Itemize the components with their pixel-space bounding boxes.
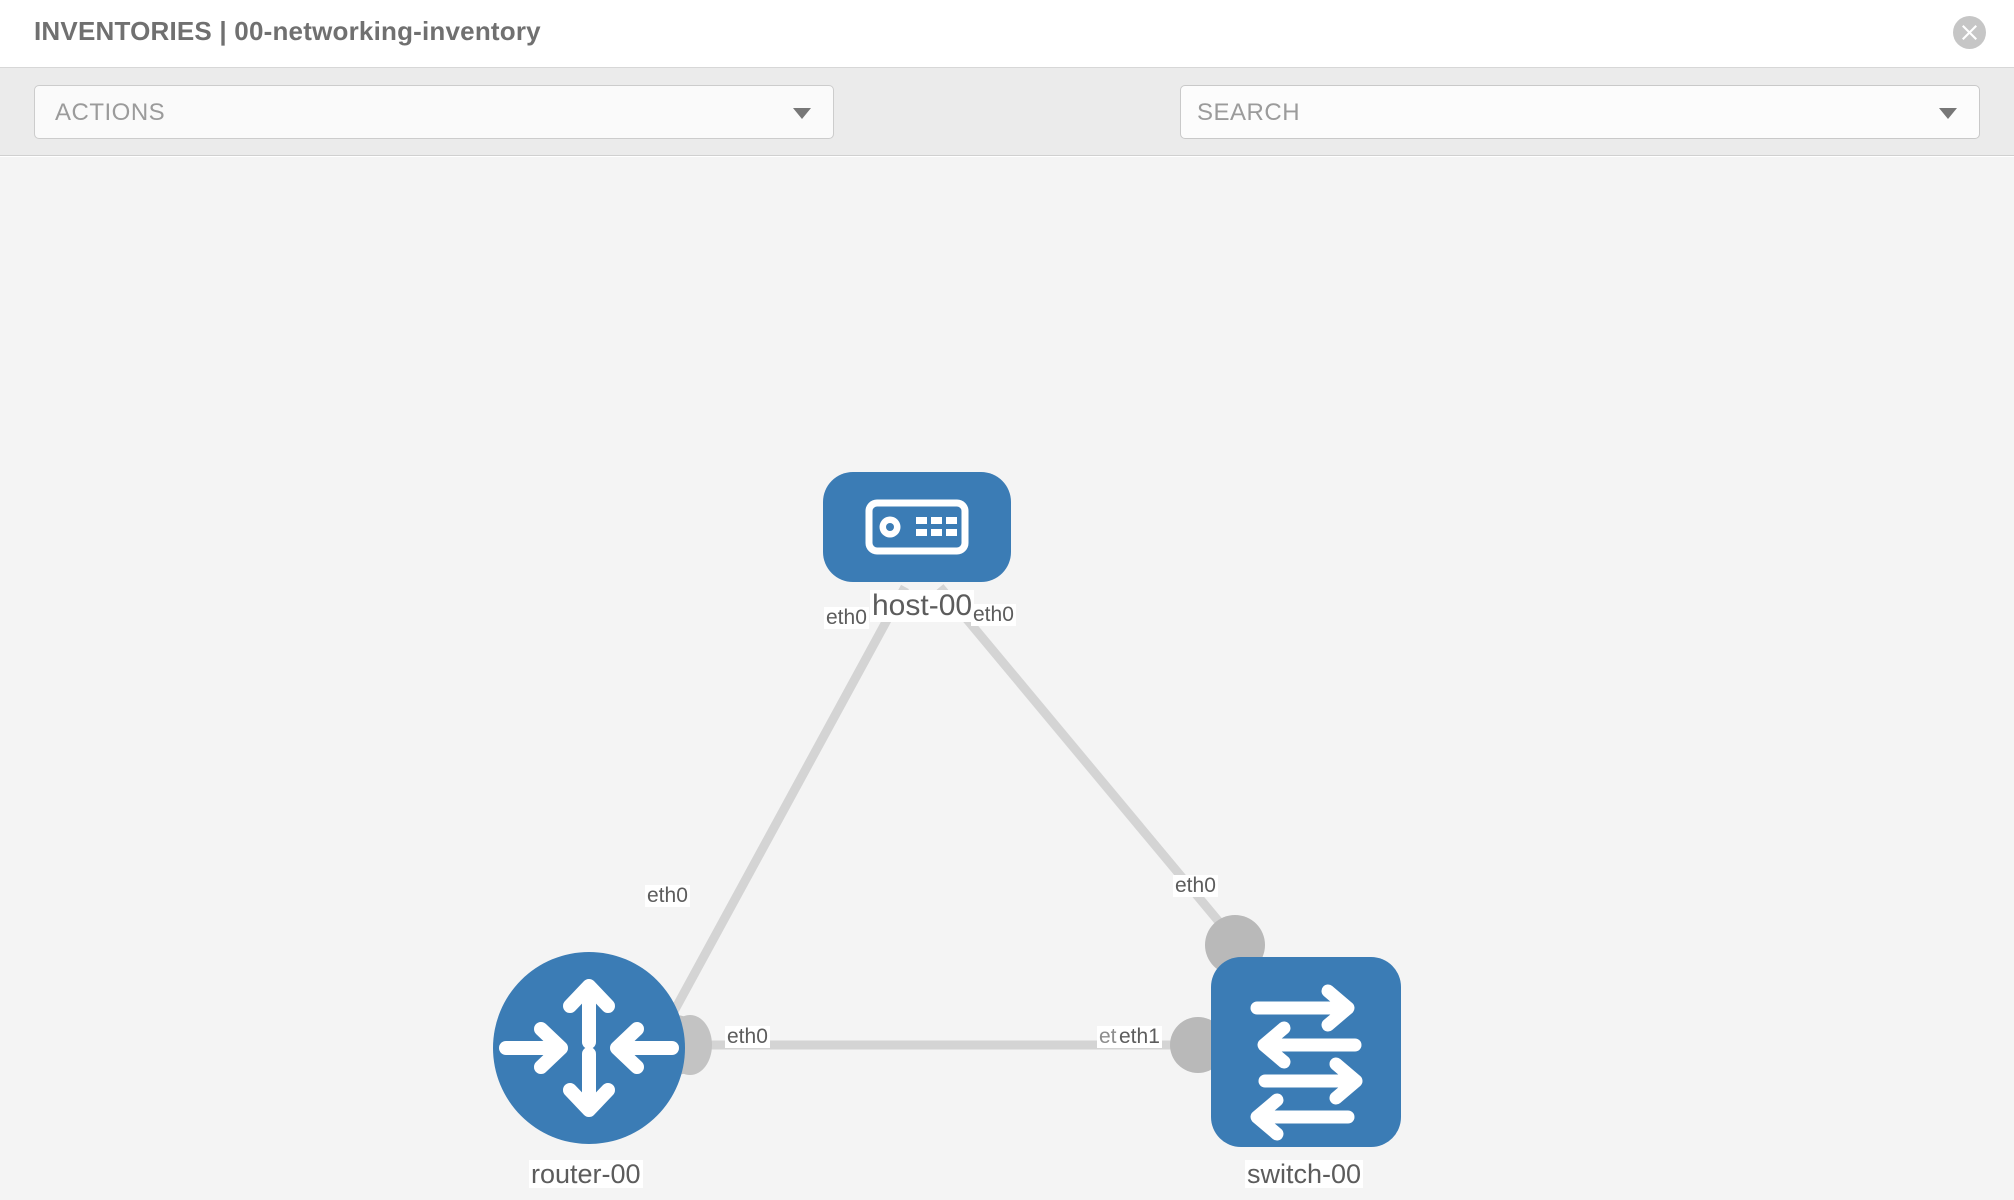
page-header: INVENTORIES | 00-networking-inventory xyxy=(0,0,2014,68)
page-title: INVENTORIES | 00-networking-inventory xyxy=(34,16,541,46)
edge-label-router-eth0-right: eth0 xyxy=(725,1025,770,1049)
actions-dropdown-label: ACTIONS xyxy=(55,99,166,126)
node-switch-00 xyxy=(1211,957,1401,1147)
edge-label-router-eth0-up: eth0 xyxy=(645,884,690,908)
edge-router-host xyxy=(656,584,909,1040)
chevron-down-icon xyxy=(1939,108,1957,119)
toolbar: ACTIONS SEARCH xyxy=(0,68,2014,197)
close-icon[interactable] xyxy=(1953,16,1986,49)
edge-label-switch-eth1: eth1 xyxy=(1117,1025,1162,1049)
actions-dropdown[interactable]: ACTIONS xyxy=(34,85,834,139)
node-label-router-00: router-00 xyxy=(529,1159,643,1189)
edge-label-host-eth0-right: eth0 xyxy=(971,603,1016,627)
edge-label-switch-eth0-up: eth0 xyxy=(1173,874,1218,898)
topology-graph xyxy=(493,472,1401,1147)
search-input[interactable]: SEARCH xyxy=(1180,85,1980,139)
chevron-down-icon xyxy=(793,108,811,119)
node-label-switch-00: switch-00 xyxy=(1245,1159,1364,1189)
node-router-00 xyxy=(493,952,685,1144)
topology-canvas[interactable]: host-00 router-00 switch-00 eth0 eth0 et… xyxy=(0,157,2014,1200)
search-placeholder: SEARCH xyxy=(1197,99,1301,126)
node-host-00 xyxy=(823,472,1011,582)
edge-label-host-eth0-left: eth0 xyxy=(824,606,869,630)
node-label-host-00: host-00 xyxy=(870,589,975,622)
